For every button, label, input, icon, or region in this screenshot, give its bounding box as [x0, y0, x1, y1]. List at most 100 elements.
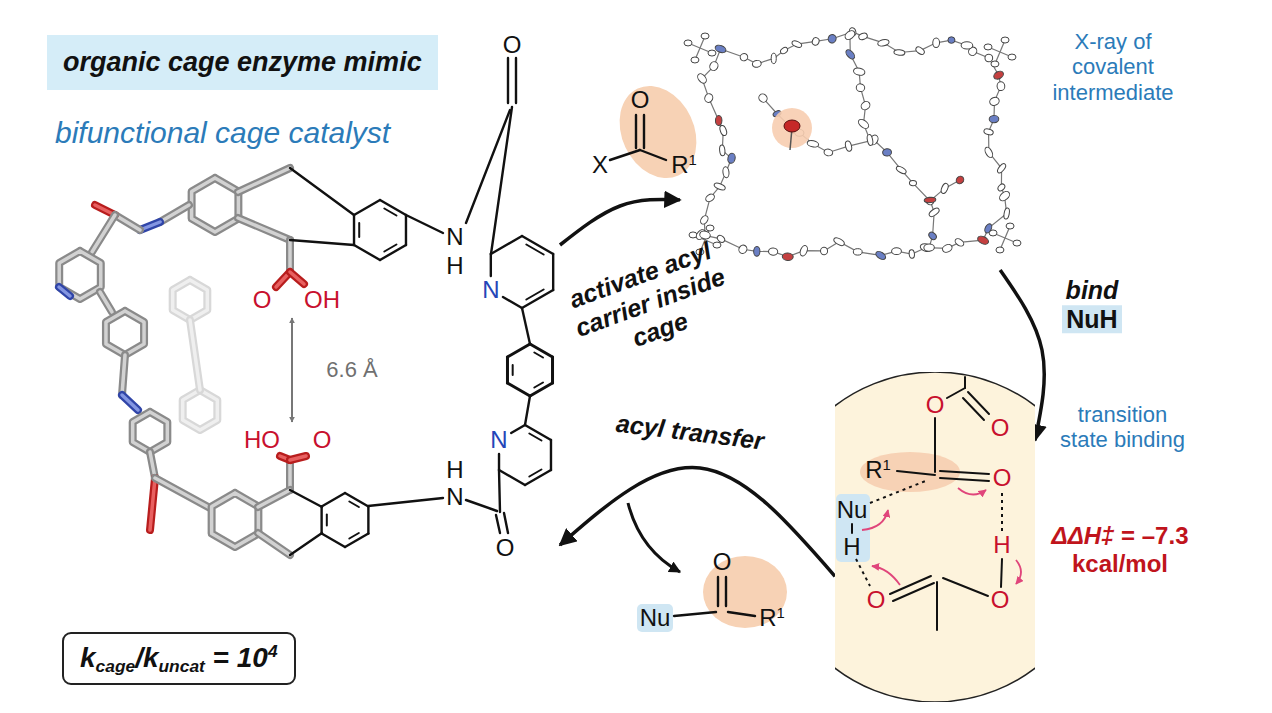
xray-atom [927, 231, 937, 241]
xray-atom [701, 33, 709, 39]
text-run: uncat [159, 656, 205, 676]
xray-atom [894, 49, 906, 56]
electron-arrow [872, 566, 900, 585]
xray-atom [823, 148, 833, 156]
stick-bond [238, 218, 290, 240]
xray-atom [689, 232, 697, 238]
atom-label: O [926, 393, 945, 417]
xray-atom [799, 244, 809, 257]
bond-line [384, 209, 396, 216]
bond-line [353, 215, 355, 245]
atom-label: O [991, 416, 1010, 440]
stick-bond [160, 205, 189, 222]
stick-bond-highlight [133, 412, 168, 452]
bond-line [491, 236, 522, 254]
xray-atom [976, 235, 989, 246]
bond-line [851, 524, 853, 533]
bond-line [511, 425, 525, 433]
xray-atom [991, 61, 999, 67]
circle-fill [835, 372, 1035, 702]
text-run: O [993, 464, 1012, 491]
bond-line [405, 215, 407, 245]
stick-bond-highlight [106, 311, 144, 355]
bond-line [550, 440, 552, 470]
atom-label: R1 [671, 153, 697, 177]
stick-bond [122, 355, 125, 395]
xray-atom [714, 44, 727, 54]
xray-atom [737, 244, 748, 255]
bond-line [525, 396, 530, 425]
text-run: activate acyl carrier inside cage [565, 236, 728, 352]
arrow-label: activate acyl carrier inside cage [558, 233, 743, 370]
text-run: O [991, 586, 1010, 613]
acyl-oxygen [784, 120, 800, 132]
xray-atom [1006, 223, 1014, 229]
bond-line [466, 500, 497, 511]
text-run: O [253, 286, 272, 313]
nucleophile-highlight [836, 494, 870, 562]
stick-bond-highlight [92, 215, 115, 252]
xray-atom [915, 46, 926, 56]
bond-line [499, 470, 525, 485]
xray-atom [954, 237, 965, 247]
xray-atom [909, 249, 915, 258]
bond-line [322, 493, 345, 507]
xray-atom [708, 60, 719, 72]
stick-bond [155, 478, 210, 508]
electron-arrow [1016, 560, 1021, 584]
stick-bond [59, 287, 70, 296]
stick-bond-highlight [155, 478, 210, 508]
bond-line [326, 515, 328, 526]
bond-line [897, 471, 935, 475]
text-run: acyl transfer [615, 409, 766, 455]
xray-atom [983, 128, 994, 136]
xray-atom [768, 248, 778, 256]
bond-line [674, 612, 716, 616]
stick-bond-highlight [160, 205, 189, 222]
bond-line [936, 582, 938, 630]
stick-bond-highlight [122, 355, 125, 395]
bond-line [490, 254, 492, 276]
bond-line [635, 115, 637, 148]
atom-label: Nu [640, 606, 671, 630]
bond-line [947, 388, 965, 398]
stick-bond [258, 490, 290, 507]
xray-atom [713, 182, 726, 192]
stick-bond [115, 215, 140, 230]
xray-atom [757, 92, 769, 104]
bond-line [290, 533, 322, 555]
stick-bond-highlight [115, 215, 140, 230]
stick-bond-highlight [100, 292, 112, 312]
text-run: O [313, 426, 332, 453]
xray-atom [843, 29, 856, 42]
xray-atom [833, 236, 846, 247]
text-run: H [843, 533, 860, 560]
bond-line [349, 502, 359, 508]
bond-line [943, 578, 988, 596]
bond-line [290, 490, 322, 507]
xray-atom [866, 134, 873, 146]
text-run: R [759, 604, 776, 631]
text-run: O [503, 31, 522, 58]
bond-line [530, 344, 553, 357]
bond-line [534, 353, 543, 358]
bond-line [290, 240, 354, 245]
bond-line [725, 577, 727, 606]
xray-atom [844, 140, 852, 152]
xray-atom [739, 52, 749, 62]
text-run: NuH [1062, 305, 1121, 333]
bond-line [491, 107, 512, 254]
xray-atom [961, 42, 973, 50]
text-run: 4 [268, 641, 278, 661]
atom-label: O [503, 33, 522, 57]
atom-label: O [496, 536, 515, 560]
xray-panel: X-ray of covalent intermediate [680, 15, 1025, 270]
text-run: transition state binding [1060, 402, 1185, 452]
text-run: N [482, 276, 499, 303]
node-body: ΔΔH‡ = –7.3 kcal/mol [1040, 522, 1200, 577]
xray-atom [844, 48, 856, 60]
stick-bond [286, 460, 294, 490]
nucleophile-highlight [637, 604, 673, 632]
bond-line [1001, 492, 1003, 531]
